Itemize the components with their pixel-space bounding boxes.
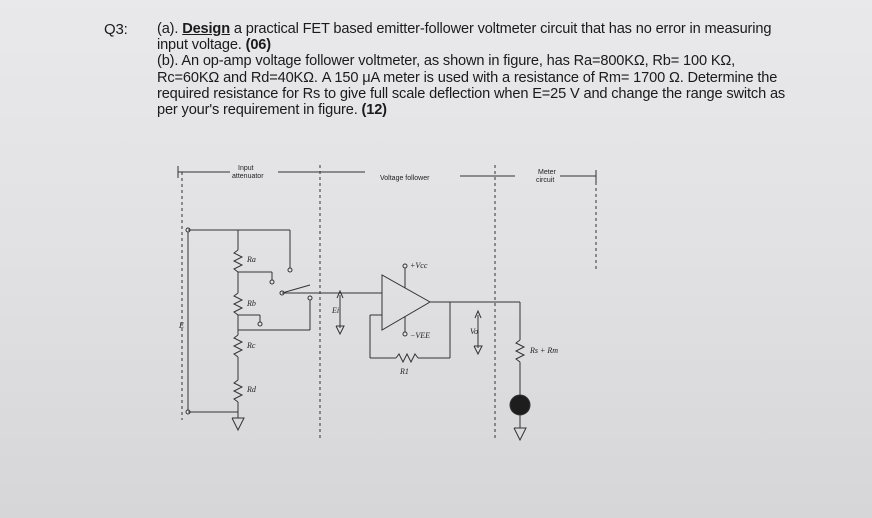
rc-label: Rc	[246, 341, 256, 350]
rb-label: Rb	[246, 299, 256, 308]
ra-label: Ra	[246, 255, 256, 264]
voltage-follower-label: Voltage follower	[380, 175, 430, 182]
r1-label: R1	[399, 367, 409, 376]
vee-label: −VEE	[410, 331, 430, 340]
part-a-marks: (06)	[245, 37, 272, 54]
part-a-keyword: Design	[182, 21, 230, 37]
rs-rm-label: Rs + Rm	[529, 346, 558, 355]
circuit-diagram: Input attenuator Voltage follower Meter …	[177, 165, 597, 442]
e-label: E	[178, 321, 184, 330]
part-b-marks: (12)	[361, 102, 388, 119]
part-b: (b). An op-amp voltage follower voltmete…	[157, 53, 797, 118]
rd-label: Rd	[246, 385, 257, 394]
question-number: Q3:	[104, 21, 128, 38]
input-attenuator-label-line2: attenuator	[232, 173, 264, 180]
part-a-text: a practical FET based emitter-follower v…	[157, 21, 772, 54]
part-a: (a). Design a practical FET based emitte…	[157, 21, 797, 53]
vcc-label: +Vcc	[410, 261, 428, 270]
vo-label: Vo	[470, 327, 478, 336]
meter-circuit-label-line1: Meter	[538, 169, 557, 176]
input-attenuator-label-line1: Input	[238, 165, 254, 172]
meter-circuit-label-line2: circuit	[536, 177, 554, 184]
question-text: (a). Design a practical FET based emitte…	[157, 21, 797, 118]
part-b-text: (b). An op-amp voltage follower voltmete…	[157, 53, 786, 119]
part-a-prefix: (a).	[157, 21, 179, 37]
ei-label: Ei	[331, 306, 339, 315]
